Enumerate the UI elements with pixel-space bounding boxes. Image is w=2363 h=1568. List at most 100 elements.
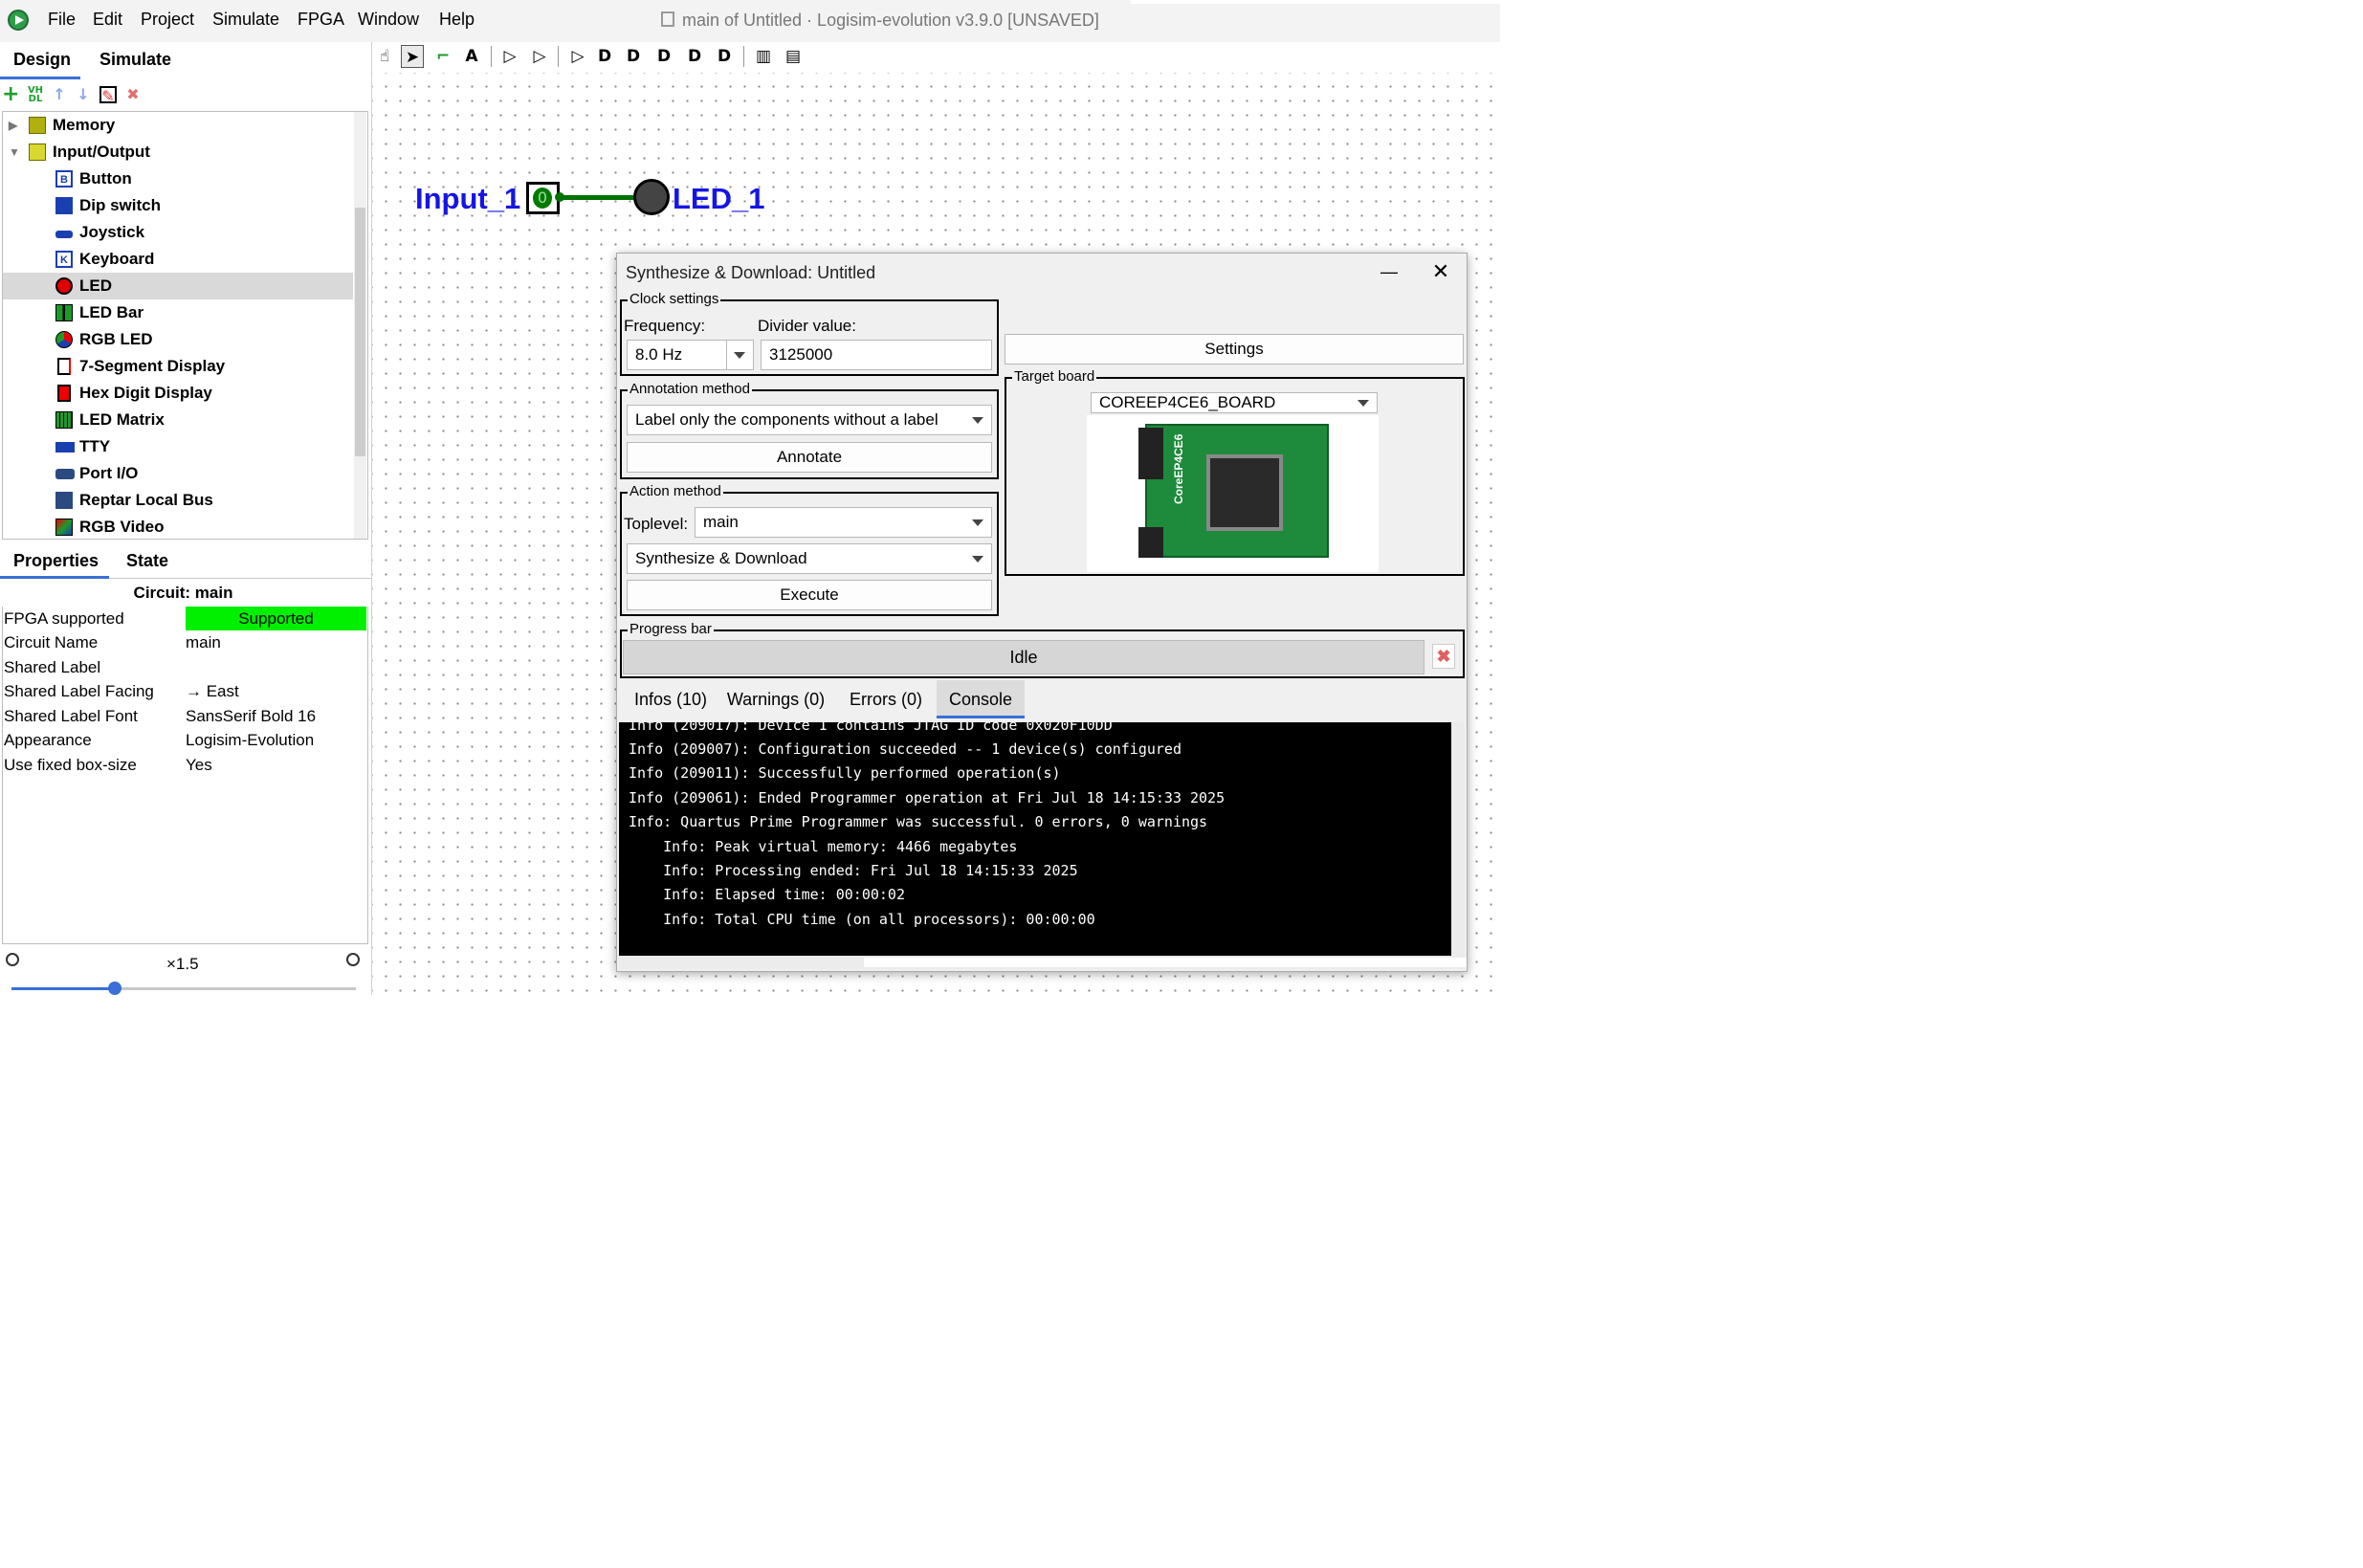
console-output[interactable]: Info (209017): Device 1 contains JTAG ID…	[619, 722, 1451, 956]
input-pin-tool-icon[interactable]: ▷	[503, 47, 517, 66]
tree-item-port-io[interactable]: Port I/O	[3, 460, 353, 487]
vhdl-icon[interactable]: VH DL	[27, 85, 44, 104]
tree-item-reptar-local-bus[interactable]: Reptar Local Bus	[3, 487, 353, 514]
collapse-icon[interactable]: ▼	[9, 145, 20, 159]
chevron-down-icon[interactable]	[972, 417, 983, 424]
prop-row-use-fixed-box-size[interactable]: Use fixed box-size Yes	[3, 753, 367, 777]
chevron-down-icon[interactable]	[972, 556, 983, 563]
wire[interactable]	[560, 195, 636, 200]
tree-item-led-bar[interactable]: LED Bar	[3, 299, 353, 326]
edit-appearance-icon[interactable]: ✎	[99, 86, 117, 105]
prop-value: Supported	[186, 607, 366, 630]
zoom-slider[interactable]	[11, 987, 356, 990]
target-board-select[interactable]: COREEP4CE6_BOARD	[1091, 392, 1378, 413]
menu-simulate[interactable]: Simulate	[212, 10, 280, 29]
menu-edit[interactable]: Edit	[93, 10, 123, 29]
input-pin-value[interactable]: 0	[533, 188, 552, 209]
menu-help[interactable]: Help	[439, 10, 475, 29]
tree-item-led[interactable]: LED	[3, 273, 353, 299]
prop-value[interactable]: Logisim-Evolution	[186, 731, 315, 749]
and-gate-tool-icon[interactable]: D	[597, 47, 612, 66]
tree-scrollbar-thumb[interactable]	[355, 208, 365, 456]
nor-gate-tool-icon[interactable]: D	[717, 47, 732, 66]
tab-properties[interactable]: Properties	[13, 551, 99, 570]
zoom-in-icon[interactable]	[346, 953, 360, 966]
tab-errors[interactable]: Errors (0)	[850, 690, 922, 709]
expand-icon[interactable]: ▶	[9, 119, 18, 132]
prop-row-appearance[interactable]: Appearance Logisim-Evolution	[3, 728, 367, 752]
divider-value-field[interactable]: 3125000	[761, 340, 992, 370]
tab-state[interactable]: State	[126, 551, 169, 570]
or-gate-tool-icon[interactable]: D	[626, 47, 641, 66]
prop-value[interactable]: main	[186, 633, 221, 651]
tree-item-led-matrix[interactable]: LED Matrix	[3, 407, 353, 433]
not-gate-tool-icon[interactable]: ▷	[571, 47, 585, 66]
chevron-down-icon[interactable]	[972, 519, 983, 526]
minimize-icon[interactable]: —	[1380, 262, 1398, 281]
tree-folder-memory[interactable]: ▶ Memory	[3, 112, 353, 139]
tree-item-tty[interactable]: TTY	[3, 433, 353, 460]
tree-item-rgb-led[interactable]: RGB LED	[3, 326, 353, 353]
prop-row-circuit-name[interactable]: Circuit Name main	[3, 630, 367, 654]
menu-fpga[interactable]: FPGA	[298, 10, 345, 29]
prop-row-shared-label-font[interactable]: Shared Label Font SansSerif Bold 16	[3, 704, 367, 728]
tree-item-button[interactable]: B Button	[3, 166, 353, 192]
tree-item-7-segment-display[interactable]: 7-Segment Display	[3, 353, 353, 380]
delete-icon[interactable]: ✖	[126, 85, 140, 103]
floppy-icon	[661, 11, 674, 27]
wire-tool-icon[interactable]: ⌐	[435, 47, 451, 66]
console-line: Info: Total CPU time (on all processors)…	[629, 911, 1095, 928]
prop-row-shared-label-facing[interactable]: Shared Label Facing → East	[3, 679, 367, 703]
poke-tool-icon[interactable]: ☝	[379, 47, 390, 66]
zoom-slider-handle[interactable]	[108, 982, 121, 995]
chevron-down-icon[interactable]	[1358, 400, 1369, 407]
tree-item-hex-digit-display[interactable]: Hex Digit Display	[3, 380, 353, 407]
dialog-title: Synthesize & Download: Untitled	[626, 263, 876, 282]
annotate-button[interactable]: Annotate	[627, 442, 992, 473]
joystick-icon	[55, 231, 73, 238]
tab-simulate[interactable]: Simulate	[99, 50, 172, 69]
synthesize-download-dialog: Synthesize & Download: Untitled — ✕ Cloc…	[616, 253, 1468, 972]
layout-tool-icon[interactable]: ▤	[784, 47, 802, 66]
execute-button[interactable]: Execute	[627, 580, 992, 610]
move-up-icon[interactable]: ↑	[53, 85, 66, 103]
prop-value[interactable]: Yes	[186, 756, 212, 774]
zoom-out-icon[interactable]	[6, 953, 19, 966]
prop-value[interactable]: SansSerif Bold 16	[186, 707, 317, 725]
add-circuit-icon[interactable]: +	[2, 82, 20, 106]
output-pin-tool-icon[interactable]: ▷	[533, 47, 546, 66]
subcircuit-tool-icon[interactable]: ▥	[755, 47, 772, 66]
tree-item-rgb-video[interactable]: RGB Video	[3, 514, 353, 539]
tab-design[interactable]: Design	[13, 50, 72, 69]
cancel-icon[interactable]: ✖	[1432, 644, 1455, 669]
prop-value[interactable]: → East	[186, 682, 239, 700]
console-scrollbar-thumb[interactable]	[864, 958, 1467, 967]
tree-item-keyboard[interactable]: K Keyboard	[3, 246, 353, 273]
annotation-method-select[interactable]: Label only the components without a labe…	[627, 405, 992, 435]
menu-window[interactable]: Window	[358, 10, 420, 29]
tab-warnings[interactable]: Warnings (0)	[726, 690, 826, 709]
nand-gate-tool-icon[interactable]: D	[687, 47, 702, 66]
text-tool-icon[interactable]: A	[465, 47, 478, 66]
tree-folder-input-output[interactable]: ▼ Input/Output	[3, 139, 353, 166]
close-icon[interactable]: ✕	[1431, 259, 1450, 283]
tree-item-joystick[interactable]: Joystick	[3, 219, 353, 246]
menu-file[interactable]: File	[48, 10, 77, 29]
chevron-down-icon[interactable]	[734, 352, 745, 359]
console-vertical-scrollbar[interactable]	[1451, 722, 1465, 956]
prop-row-shared-label[interactable]: Shared Label	[3, 655, 367, 679]
toplevel-select[interactable]: main	[695, 507, 992, 538]
tab-console[interactable]: Console	[937, 680, 1025, 718]
select-tool-icon[interactable]: ➤	[401, 45, 424, 68]
tree-item-label: RGB LED	[79, 330, 153, 348]
action-method-select[interactable]: Synthesize & Download	[627, 543, 992, 574]
frequency-select[interactable]: 8.0 Hz	[627, 340, 754, 370]
xor-gate-tool-icon[interactable]: D	[656, 47, 672, 66]
tab-infos[interactable]: Infos (10)	[633, 690, 708, 709]
led-component[interactable]	[633, 179, 670, 215]
tree-item-label: Dip switch	[79, 196, 162, 214]
move-down-icon[interactable]: ↓	[77, 85, 90, 103]
menu-project[interactable]: Project	[141, 10, 195, 29]
tree-item-dip-switch[interactable]: Dip switch	[3, 192, 353, 219]
settings-button[interactable]: Settings	[1005, 334, 1464, 364]
